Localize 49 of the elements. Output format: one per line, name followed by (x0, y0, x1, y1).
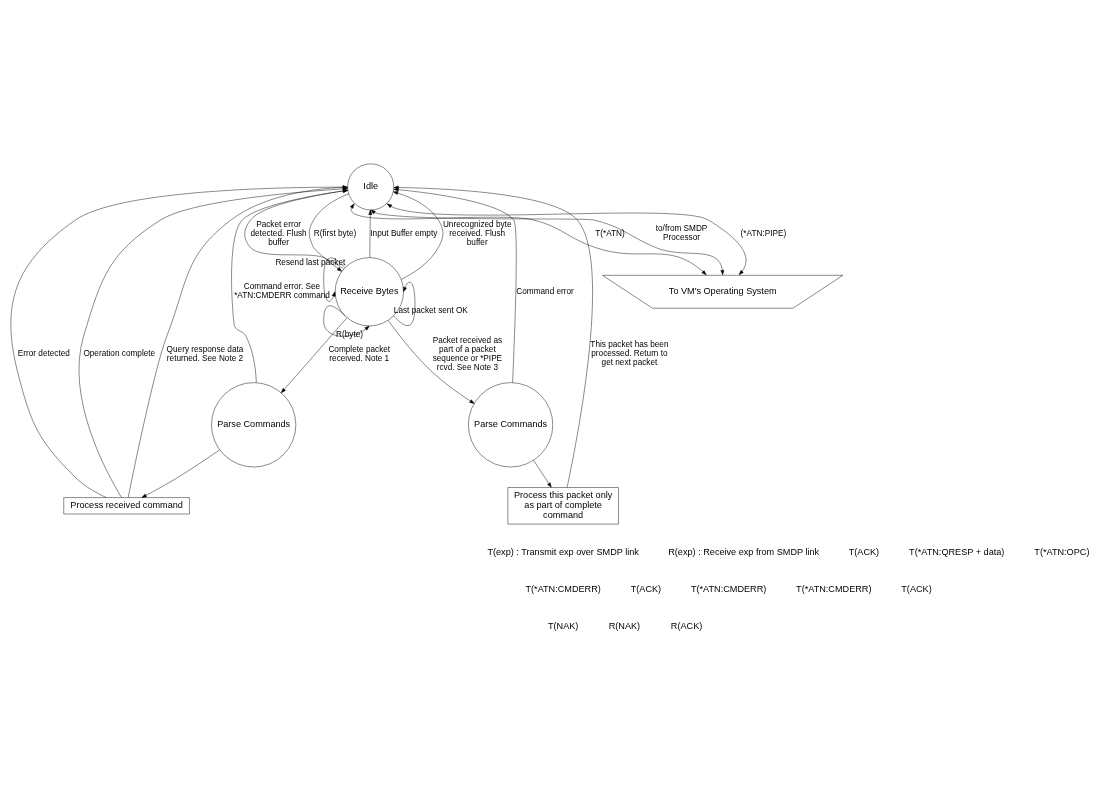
edge-label: to/from SMDP Processor (655, 224, 708, 243)
edge-label: Query response data returned. See Note 2 (166, 344, 244, 363)
label: T(*ATN:QRESP + data) (909, 547, 1005, 558)
edge-label: Complete packet received. Note 1 (328, 344, 391, 363)
label: T(NAK) (547, 621, 579, 632)
label: T(*ATN:CMDERR) (525, 584, 601, 595)
node-box: Process this packet only as part of complete command (507, 487, 619, 525)
edge-label: Command error (516, 286, 574, 296)
edge-label: T(*ATN) (595, 228, 625, 238)
edge-label: Unrecognized byte received. Flush buffer (442, 219, 512, 247)
edge-label: (*ATN:PIPE) (740, 228, 787, 238)
arrow (370, 209, 725, 276)
arrow (393, 187, 517, 383)
node-circle: Parse Commands (211, 382, 297, 468)
arrow (533, 460, 552, 488)
arrow (368, 209, 373, 258)
edge-label: R(first byte) (313, 228, 357, 238)
label: R(ACK) (670, 621, 703, 632)
arrow (281, 317, 348, 394)
label: T(*ATN:CMDERR) (690, 584, 767, 595)
arrow (323, 305, 370, 337)
arrow (388, 320, 475, 404)
label: T(ACK) (848, 547, 880, 558)
arrow (393, 191, 444, 280)
arrow (386, 203, 747, 276)
arrow (350, 203, 707, 276)
edge-label: Error detected (17, 349, 70, 359)
label: T(*ATN:CMDERR) (796, 584, 872, 595)
arrow (309, 193, 349, 272)
edge-label: Operation complete (83, 349, 156, 359)
edge-label: Packet error detected. Flush buffer (250, 219, 307, 247)
node-box: Process received command (63, 497, 190, 515)
edge-label: Command error. See *ATN:CMDERR command (234, 282, 330, 301)
edge-label: This packet has been processed. Return to get next packet (590, 340, 669, 368)
arrow (244, 189, 349, 270)
edge-label: Last packet sent OK (393, 306, 468, 316)
arrow (231, 189, 349, 383)
arrow (141, 449, 220, 498)
label: R(exp) : Receive exp from SMDP link (668, 547, 820, 558)
edge-label: Input Buffer empty (370, 228, 438, 238)
arrow (393, 185, 593, 488)
label: T(*ATN:OPC) (1034, 547, 1090, 558)
label: R(NAK) (608, 621, 641, 632)
label: T(ACK) (630, 584, 662, 595)
label: T(ACK) (901, 584, 932, 595)
label: T(exp) : Transmit exp over SMDP link (487, 547, 639, 558)
edge-label: R(byte) (336, 330, 363, 340)
edge-label: Packet received as part of a packet sequence or *PIPE rcvd. See Note 3 (432, 335, 503, 373)
edge-label: Resend last packet (275, 257, 346, 267)
